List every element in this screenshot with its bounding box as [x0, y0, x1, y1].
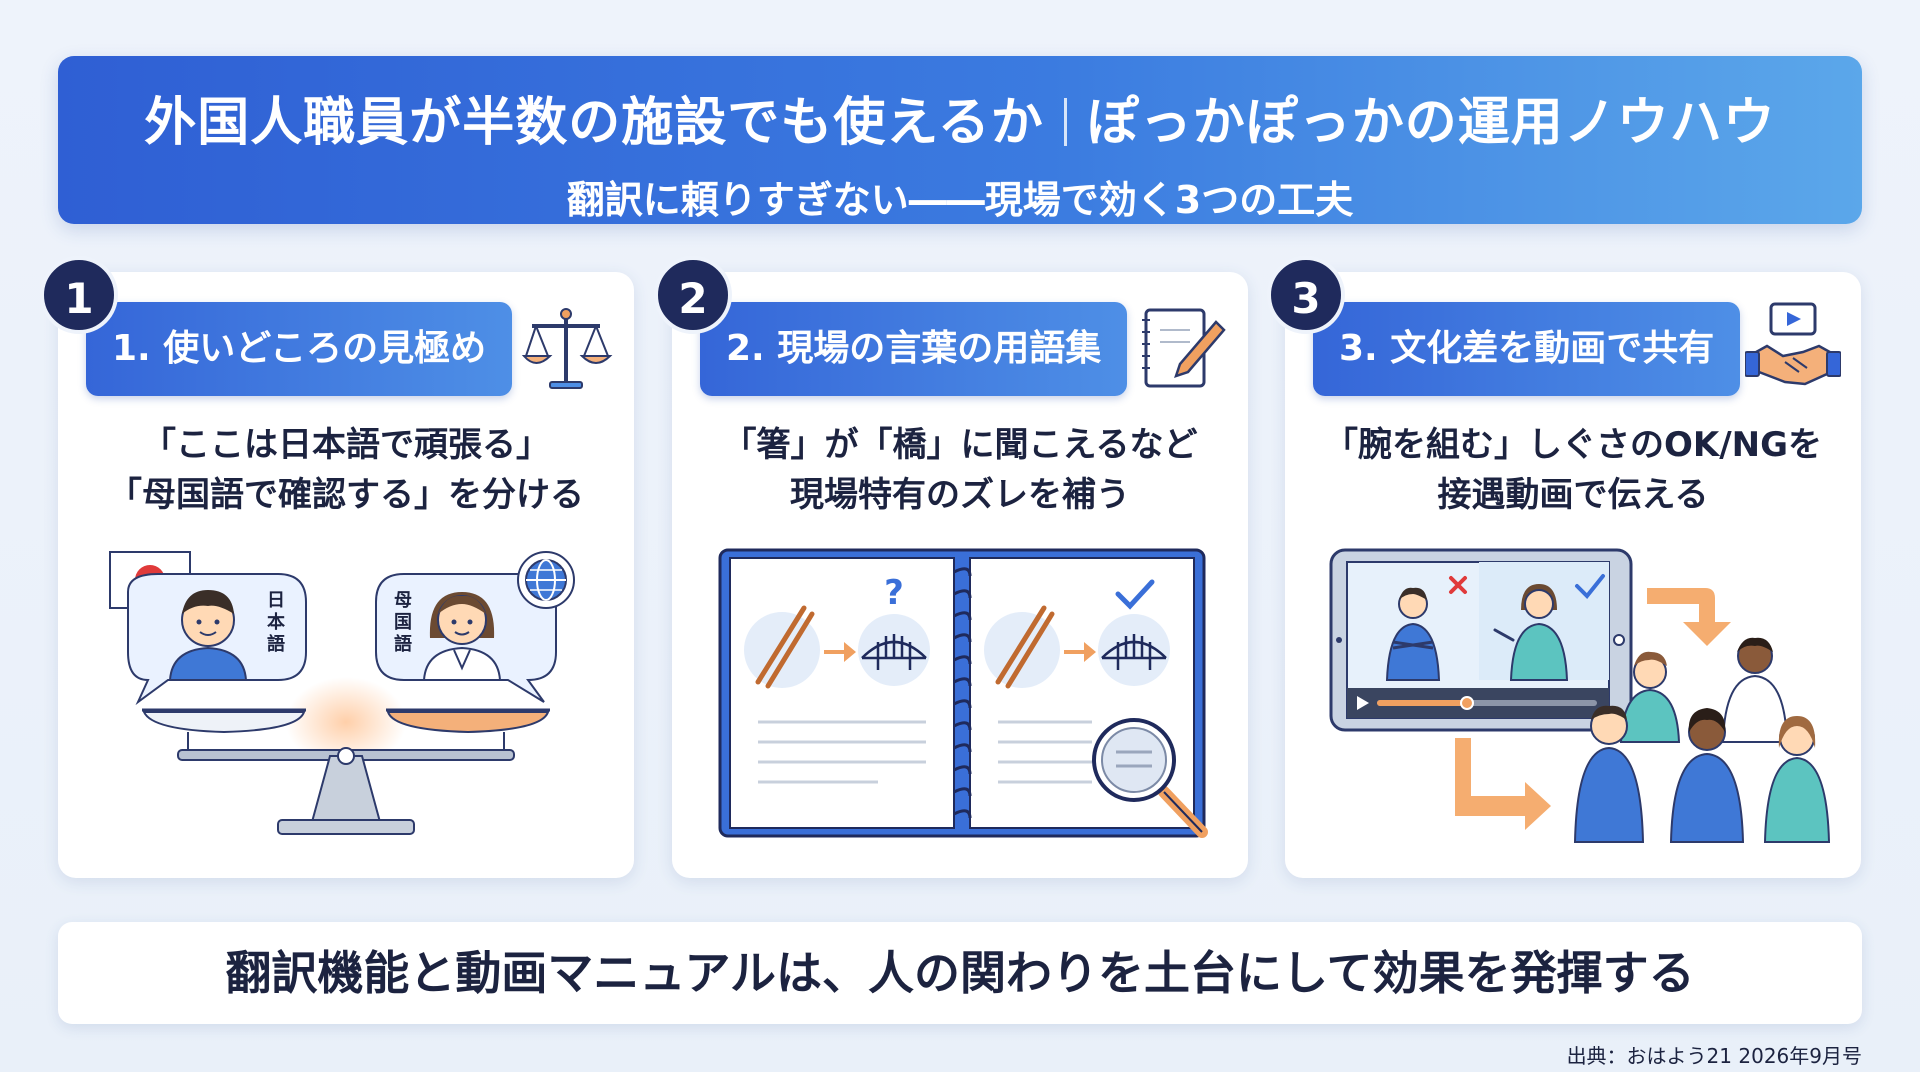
page-title-right: ぽっかぽっかの運用ノウハウ — [1086, 93, 1776, 153]
staff-arms-crossed-icon — [1385, 587, 1441, 681]
label-ja-1: 日 — [267, 590, 285, 611]
tip-desc-2: 「箸」が「橋」に聞こえるなど 現場特有のズレを補う — [672, 420, 1248, 520]
arrow-down-icon — [1647, 588, 1731, 646]
balance-illustration: 日 本 語 母 国 語 — [109, 551, 575, 835]
page-subtitle: 翻訳に頼りすぎない――現場で効く3つの工夫 — [566, 178, 1354, 222]
label-native-3: 語 — [394, 633, 412, 655]
tip-desc-3-line2: 接遇動画で伝える — [1437, 475, 1709, 515]
arrow-right-icon — [824, 642, 856, 662]
spiral-binding — [953, 567, 972, 819]
magnifier-icon — [1092, 718, 1208, 838]
label-native-2: 国 — [394, 612, 412, 633]
staff-female-icon — [422, 592, 502, 681]
tip-label-1: 1. 使いどころの見極め — [86, 302, 513, 396]
training-video-illustration — [1329, 548, 1831, 843]
source-citation: 出典：おはよう21 2026年9月号 — [1566, 1044, 1862, 1068]
ng-x-icon — [1449, 576, 1467, 594]
tip-desc-2-line1: 「箸」が「橋」に聞こえるなど — [722, 425, 1198, 465]
video-progress — [1377, 700, 1467, 706]
arrow-right-to-staff-icon — [1455, 738, 1551, 830]
staff-welcoming-icon — [1493, 584, 1569, 681]
tip-desc-1-line2: 「母国語で確認する」を分ける — [108, 475, 584, 515]
globe-icon — [517, 551, 575, 609]
chopsticks-icon — [755, 605, 815, 689]
summary-message: 翻訳機能と動画マニュアルは、人の関わりを土台にして効果を発揮する — [58, 922, 1862, 1024]
tip-desc-1-line1: 「ここは日本語で頑張る」 — [142, 425, 550, 465]
tip-desc-3: 「腕を組む」しぐさのOK/NGを 接遇動画で伝える — [1285, 420, 1861, 520]
label-ja-2: 本 — [267, 611, 285, 633]
tip-number-2: 2 — [654, 256, 732, 334]
tip-desc-1: 「ここは日本語で頑張る」 「母国語で確認する」を分ける — [58, 420, 634, 520]
tip-label-2: 2. 現場の言葉の用語集 — [700, 302, 1128, 396]
arrow-right-icon-2 — [1064, 642, 1096, 662]
question-mark: ? — [884, 573, 904, 613]
tip-desc-2-line2: 現場特有のズレを補う — [790, 475, 1130, 515]
title-separator — [1063, 98, 1067, 146]
staff-group-icon — [1573, 637, 1831, 843]
tip-card-3: 3. 文化差を動画で共有 「腕を組む」しぐさのOK/NGを 接遇動画で伝える — [1285, 272, 1861, 878]
video-handshake-icon — [1745, 302, 1841, 386]
tip-label-3: 3. 文化差を動画で共有 — [1313, 302, 1741, 396]
page-title: 外国人職員が半数の施設でも使えるかぽっかぽっかの運用ノウハウ — [58, 80, 1862, 155]
tip-number-3: 3 — [1267, 256, 1345, 334]
notebook-pencil-icon — [1142, 308, 1226, 388]
tip-number-1: 1 — [40, 256, 118, 334]
tip-card-2: 2. 現場の言葉の用語集 「箸」が「橋」に聞こえるなど 現場特有のズレを補う — [672, 272, 1248, 878]
chopsticks-icon-right — [995, 605, 1055, 689]
header-banner: 外国人職員が半数の施設でも使えるかぽっかぽっかの運用ノウハウ 翻訳に頼りすぎない… — [58, 56, 1862, 224]
play-icon — [1357, 696, 1369, 710]
scale-icon — [521, 308, 613, 389]
tip-card-1: 1. 使いどころの見極め 「ここは日本語で頑張る」 「母国語で確認する」を分ける — [58, 272, 634, 878]
glossary-notebook-illustration: ? — [718, 548, 1208, 838]
label-native-1: 母 — [394, 590, 412, 611]
bridge-icon-right — [1101, 634, 1167, 670]
page-title-left: 外国人職員が半数の施設でも使えるか — [144, 93, 1044, 153]
checkmark-icon — [1115, 579, 1155, 610]
label-ja-3: 語 — [267, 633, 285, 655]
staff-male-icon — [168, 590, 248, 681]
balance-scale-icon — [142, 708, 550, 835]
tip-desc-3-line1: 「腕を組む」しぐさのOK/NGを — [1323, 425, 1823, 465]
bridge-icon — [861, 634, 927, 670]
ok-check-icon — [1575, 574, 1605, 599]
